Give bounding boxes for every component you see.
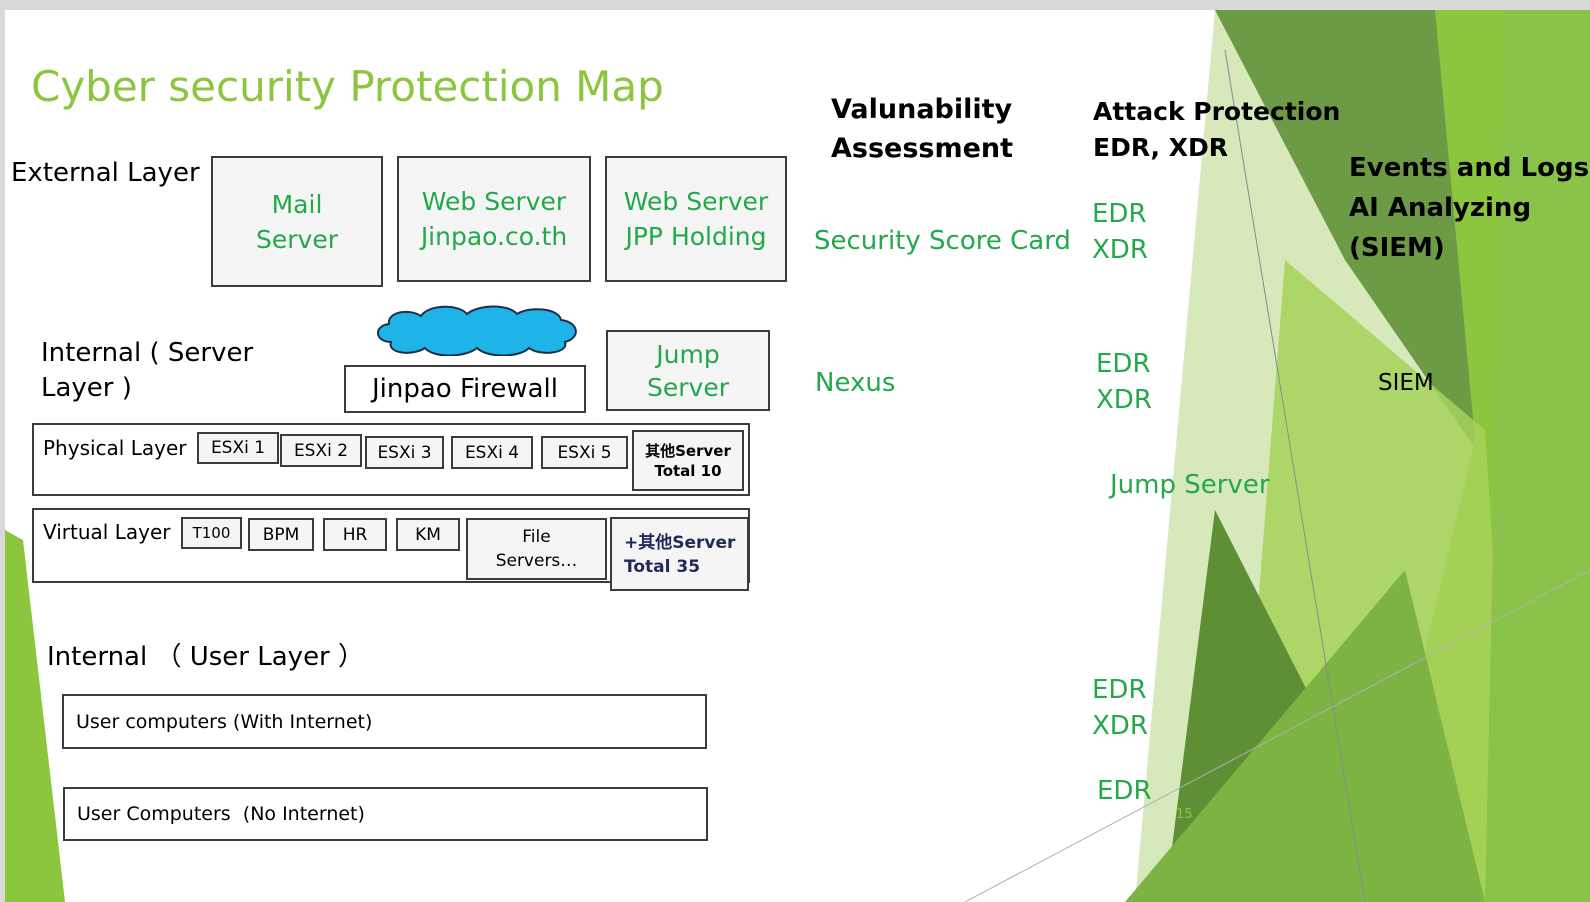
attack-user-internet-edr: EDR [1092,675,1147,705]
internal-server-line2: Layer ) [41,373,132,403]
attack-external: EDR XDR [1092,196,1148,268]
web-server-jpp-line1: Web Server [623,187,769,216]
attack-header: Attack Protection EDR, XDR [1093,94,1340,166]
esxi-1-box: ESXi 1 [197,432,279,464]
mail-server-line2: Server [256,224,338,254]
attack-user-internet: EDR XDR [1092,672,1148,744]
cloud-icon [377,305,577,356]
physical-other-box: 其他Server Total 10 [632,430,744,491]
mail-server-line1: Mail [271,189,323,219]
events-header: Events and Logs AI Analyzing (SIEM) [1349,148,1589,268]
attack-user-no-internet: EDR [1097,776,1152,806]
mail-server-box: Mail Server [211,156,383,287]
attack-server-edr: EDR [1096,349,1151,379]
page-title: Cyber security Protection Map [31,62,664,111]
hr-box: HR [323,518,387,551]
vulnerability-header-line1: Valunability [831,94,1013,125]
security-score-card: Security Score Card [814,226,1071,256]
events-header-line3: (SIEM) [1349,233,1445,263]
attack-external-xdr: XDR [1092,235,1148,265]
web-server-jpp-line2: JPP Holding [625,222,767,251]
jump-server-line1: Jump [656,339,720,369]
attack-user-internet-xdr: XDR [1092,711,1148,741]
physical-other-line1: 其他Server [645,441,731,460]
virtual-other-line2: Total 35 [624,557,701,577]
firewall-box: Jinpao Firewall [344,365,586,413]
attack-jump-server: Jump Server [1110,470,1270,500]
t100-box: T100 [181,517,242,549]
attack-header-line1: Attack Protection [1093,97,1341,126]
internal-server-layer-label: Internal ( Server Layer ) [41,336,253,406]
physical-layer-label: Physical Layer [43,436,187,460]
decor-lime-edge [1485,10,1590,902]
attack-external-edr: EDR [1092,199,1147,229]
web-server-jinpao-line2: Jinpao.co.th [420,222,568,251]
user-row-internet: User computers (With Internet) [62,694,707,749]
esxi-4-box: ESXi 4 [451,436,533,469]
nexus: Nexus [815,368,896,398]
slide: Cyber security Protection Map External L… [5,10,1590,902]
file-servers-line1: File [522,527,551,547]
user-row-no-internet: User Computers (No Internet) [63,787,708,841]
km-box: KM [396,518,460,551]
file-servers-box: File Servers… [466,518,607,580]
esxi-2-box: ESXi 2 [280,434,362,467]
file-servers-line2: Servers… [495,551,578,571]
vulnerability-header-line2: Assessment [831,133,1014,164]
internal-server-line1: Internal ( Server [41,338,254,368]
user-row-no-internet-label: User Computers (No Internet) [77,803,365,825]
web-server-jpp-box: Web Server JPP Holding [605,156,787,282]
decor-left-sliver [5,530,65,902]
decor-bright-wedge [1125,570,1485,902]
web-server-jinpao-box: Web Server Jinpao.co.th [397,156,591,282]
decorative-green-shapes [5,10,1590,902]
attack-server: EDR XDR [1096,346,1152,418]
user-row-internet-label: User computers (With Internet) [76,710,373,733]
esxi-5-box: ESXi 5 [541,436,628,469]
bpm-box: BPM [248,518,314,551]
vulnerability-header: Valunability Assessment [831,90,1013,168]
siem-label: SIEM [1378,370,1434,396]
jump-server-box: Jump Server [606,330,770,411]
virtual-layer-label: Virtual Layer [43,520,171,544]
internal-user-layer-label: Internal （ User Layer ） [47,642,365,672]
page-number: 15 [1176,807,1193,822]
external-layer-label: External Layer [11,158,200,188]
virtual-other-box: +其他Server Total 35 [610,517,749,591]
virtual-other-line1: +其他Server [624,533,736,553]
jump-server-line2: Server [647,372,729,402]
physical-other-line2: Total 10 [654,461,722,480]
esxi-3-box: ESXi 3 [365,436,444,469]
events-header-line2: AI Analyzing [1349,193,1532,223]
web-server-jinpao-line1: Web Server [421,187,567,216]
decor-thin-line [1224,49,1366,902]
attack-server-xdr: XDR [1096,385,1152,415]
decor-thin-line-2 [964,569,1590,902]
attack-header-line2: EDR, XDR [1093,133,1229,162]
events-header-line1: Events and Logs [1349,153,1590,183]
decor-olive-wedge [1215,10,1490,470]
